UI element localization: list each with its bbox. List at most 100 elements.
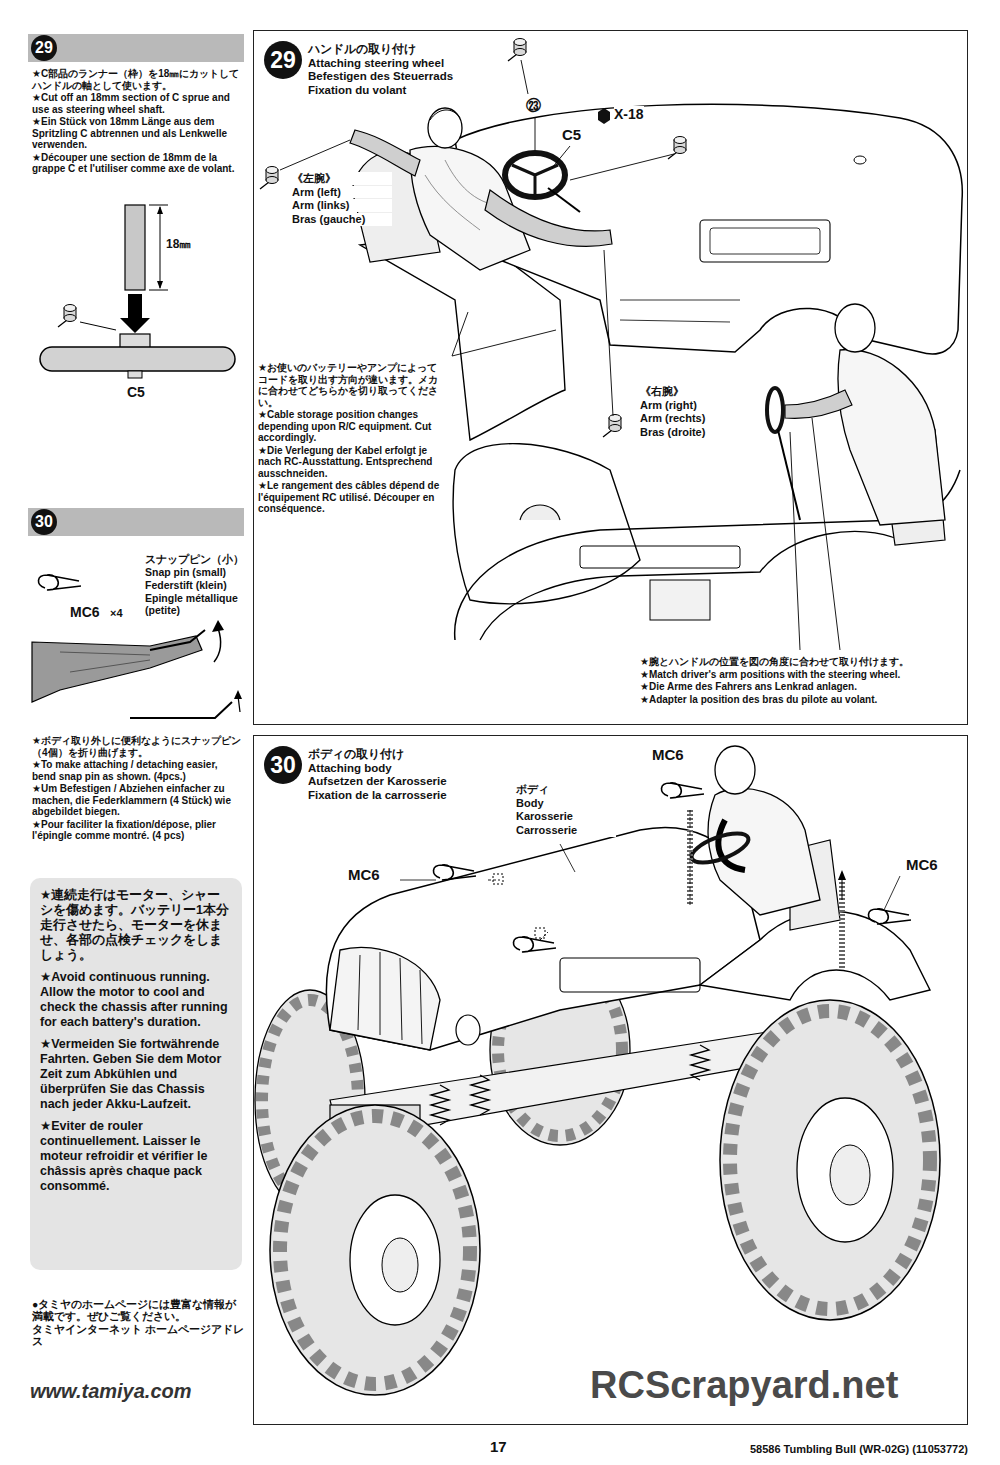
sprue-cut-diagram bbox=[40, 347, 235, 371]
body-pin-markers bbox=[400, 783, 911, 968]
step-header-band: 29 bbox=[28, 34, 244, 62]
part-number: MC6 bbox=[906, 856, 938, 873]
monster-tractor bbox=[456, 1015, 480, 1045]
step-number: 30 bbox=[31, 509, 57, 535]
step-number: 29 bbox=[31, 35, 57, 61]
instruction-note: ★Match driver's arm positions with the s… bbox=[640, 669, 962, 681]
sprue-cut-diagram bbox=[128, 371, 142, 378]
tractor-body-top-view bbox=[520, 505, 560, 520]
monster-tractor bbox=[431, 1085, 449, 1125]
tractor-body-top-view bbox=[710, 228, 820, 254]
watermark: RCScrapyard.net bbox=[590, 1364, 898, 1408]
monster-tractor bbox=[730, 1011, 930, 1309]
tractor-side-view bbox=[785, 390, 852, 418]
snap-pin-icon bbox=[38, 575, 81, 590]
text-group: ★腕とハンドルの位置を図の角度に合わせて取り付けます。★Match driver… bbox=[640, 656, 962, 706]
quantity: ×4 bbox=[110, 607, 123, 620]
pliers-bending-pin bbox=[212, 620, 224, 632]
pliers-bending-pin bbox=[214, 628, 221, 662]
monster-tractor bbox=[270, 1105, 480, 1395]
pliers-bending-pin bbox=[150, 630, 205, 650]
website-note: タミヤインターネット ホームページアドレス bbox=[32, 1323, 247, 1347]
tractor-body-top-view bbox=[700, 220, 830, 262]
note-text: ★Vermeiden Sie fortwährende Fahrten. Geb… bbox=[40, 1037, 233, 1112]
step-title: Aufsetzen der Karosserie bbox=[308, 775, 959, 789]
tractor-body-top-view bbox=[453, 444, 640, 604]
part-callouts bbox=[508, 39, 526, 62]
part-callouts bbox=[452, 312, 556, 356]
pliers-bending-pin bbox=[234, 690, 242, 699]
instruction-note: ★Adapter la position des bras du pilote … bbox=[640, 694, 962, 706]
step-title: ボディの取り付け bbox=[308, 748, 959, 762]
body-pin-markers bbox=[493, 874, 503, 884]
monster-tractor bbox=[797, 1098, 893, 1242]
monster-tractor bbox=[326, 827, 760, 1050]
part-callouts bbox=[604, 250, 613, 416]
text-group: ★C部品のランナー（枠）を18㎜にカットしてハンドルの軸として使います。★Cut… bbox=[32, 68, 244, 176]
page-number: 17 bbox=[490, 1438, 507, 1455]
text-group: ★お使いのバッテリーやアンプによってコードを取り出す方向が違います。メカに合わせ… bbox=[258, 362, 446, 516]
part-callouts bbox=[260, 167, 278, 190]
sprue-cut-diagram bbox=[149, 205, 168, 206]
part-name: Body bbox=[516, 797, 616, 810]
monster-tractor bbox=[560, 958, 700, 992]
caution-note-box: ★連続走行はモーター、シャーシを傷めます。バッテリー1本分走行させたら、モーター… bbox=[30, 878, 242, 1270]
instruction-note: ★ボディ取り外しに便利なようにスナップピン（4個）を折り曲げます。 bbox=[32, 735, 244, 758]
part-number: MC6 bbox=[348, 866, 380, 883]
instruction-note: ★腕とハンドルの位置を図の角度に合わせて取り付けます。 bbox=[640, 656, 962, 668]
driver-figure bbox=[548, 188, 580, 212]
part-callouts bbox=[535, 118, 536, 150]
tractor-side-view bbox=[767, 388, 783, 432]
monster-tractor bbox=[255, 746, 940, 1395]
step-title: Attaching steering wheel bbox=[308, 57, 959, 71]
monster-tractor bbox=[382, 1238, 418, 1292]
part-name: 《右腕》 bbox=[640, 385, 750, 398]
body-pin-markers bbox=[535, 928, 545, 938]
body-pin-markers bbox=[842, 878, 843, 900]
sprue-cut-diagram bbox=[80, 322, 116, 330]
dimension: 18㎜ bbox=[166, 238, 191, 252]
pliers-bending-pin bbox=[32, 620, 242, 718]
callout-number: ㉓ bbox=[526, 97, 541, 114]
part-number: C5 bbox=[562, 126, 581, 143]
step-title: Fixation du volant bbox=[308, 84, 959, 98]
body-pin-markers bbox=[400, 880, 436, 881]
body-pin-markers bbox=[838, 870, 846, 880]
part-name: Bras (droite) bbox=[640, 426, 750, 439]
note-text: ★連続走行はモーター、シャーシを傷めます。バッテリー1本分走行させたら、モーター… bbox=[40, 888, 233, 963]
driver-figure bbox=[425, 160, 495, 230]
instruction-note: ★Ein Stück von 18mm Länge aus dem Spritz… bbox=[32, 116, 244, 151]
part-name: Snap pin (small) bbox=[145, 566, 245, 578]
step-title: Befestigen des Steuerrads bbox=[308, 70, 959, 84]
step-title: Fixation de la carrosserie bbox=[308, 789, 959, 803]
tractor-side-view bbox=[778, 430, 800, 520]
monster-tractor bbox=[718, 820, 745, 870]
monster-tractor bbox=[715, 746, 755, 794]
sprue-cut-diagram bbox=[125, 205, 145, 290]
part-name: ボディ bbox=[516, 783, 616, 796]
instruction-note: ★To make attaching / detaching easier, b… bbox=[32, 759, 244, 782]
instruction-note: ★Le rangement des câbles dépend de l'équ… bbox=[258, 480, 446, 515]
text-group: スナップピン（小）Snap pin (small)Federstift (kle… bbox=[145, 553, 245, 617]
part-number: MC6 bbox=[70, 604, 100, 620]
tractor-body-top-view bbox=[620, 300, 740, 322]
note-text: ★Eviter de rouler continuellement. Laiss… bbox=[40, 1119, 233, 1194]
part-name: Arm (right) bbox=[640, 399, 750, 412]
monster-tractor bbox=[350, 1195, 440, 1325]
instruction-note: ★お使いのバッテリーやアンプによってコードを取り出す方向が違います。メカに合わせ… bbox=[258, 362, 446, 408]
instruction-note: ★C部品のランナー（枠）を18㎜にカットしてハンドルの軸として使います。 bbox=[32, 68, 244, 91]
part-name: Arm (links) bbox=[292, 199, 392, 212]
pliers-bending-pin bbox=[130, 702, 232, 718]
text-group: ボディBodyKarosserieCarrosserie bbox=[516, 783, 616, 838]
sprue-cut-diagram bbox=[157, 206, 163, 214]
part-number: MC6 bbox=[652, 746, 684, 763]
part-callouts bbox=[598, 108, 610, 124]
monster-tractor bbox=[358, 952, 422, 1044]
part-callouts bbox=[570, 154, 674, 180]
instruction-note: ★Découper une section de 18mm de la grap… bbox=[32, 152, 244, 175]
driver-figure bbox=[350, 130, 420, 176]
part-name: スナップピン（小） bbox=[145, 553, 245, 565]
instruction-note: ★Pour faciliter la fixation/dépose, plie… bbox=[32, 819, 244, 842]
part-callouts bbox=[521, 60, 528, 94]
step-number: 29 bbox=[264, 41, 302, 79]
